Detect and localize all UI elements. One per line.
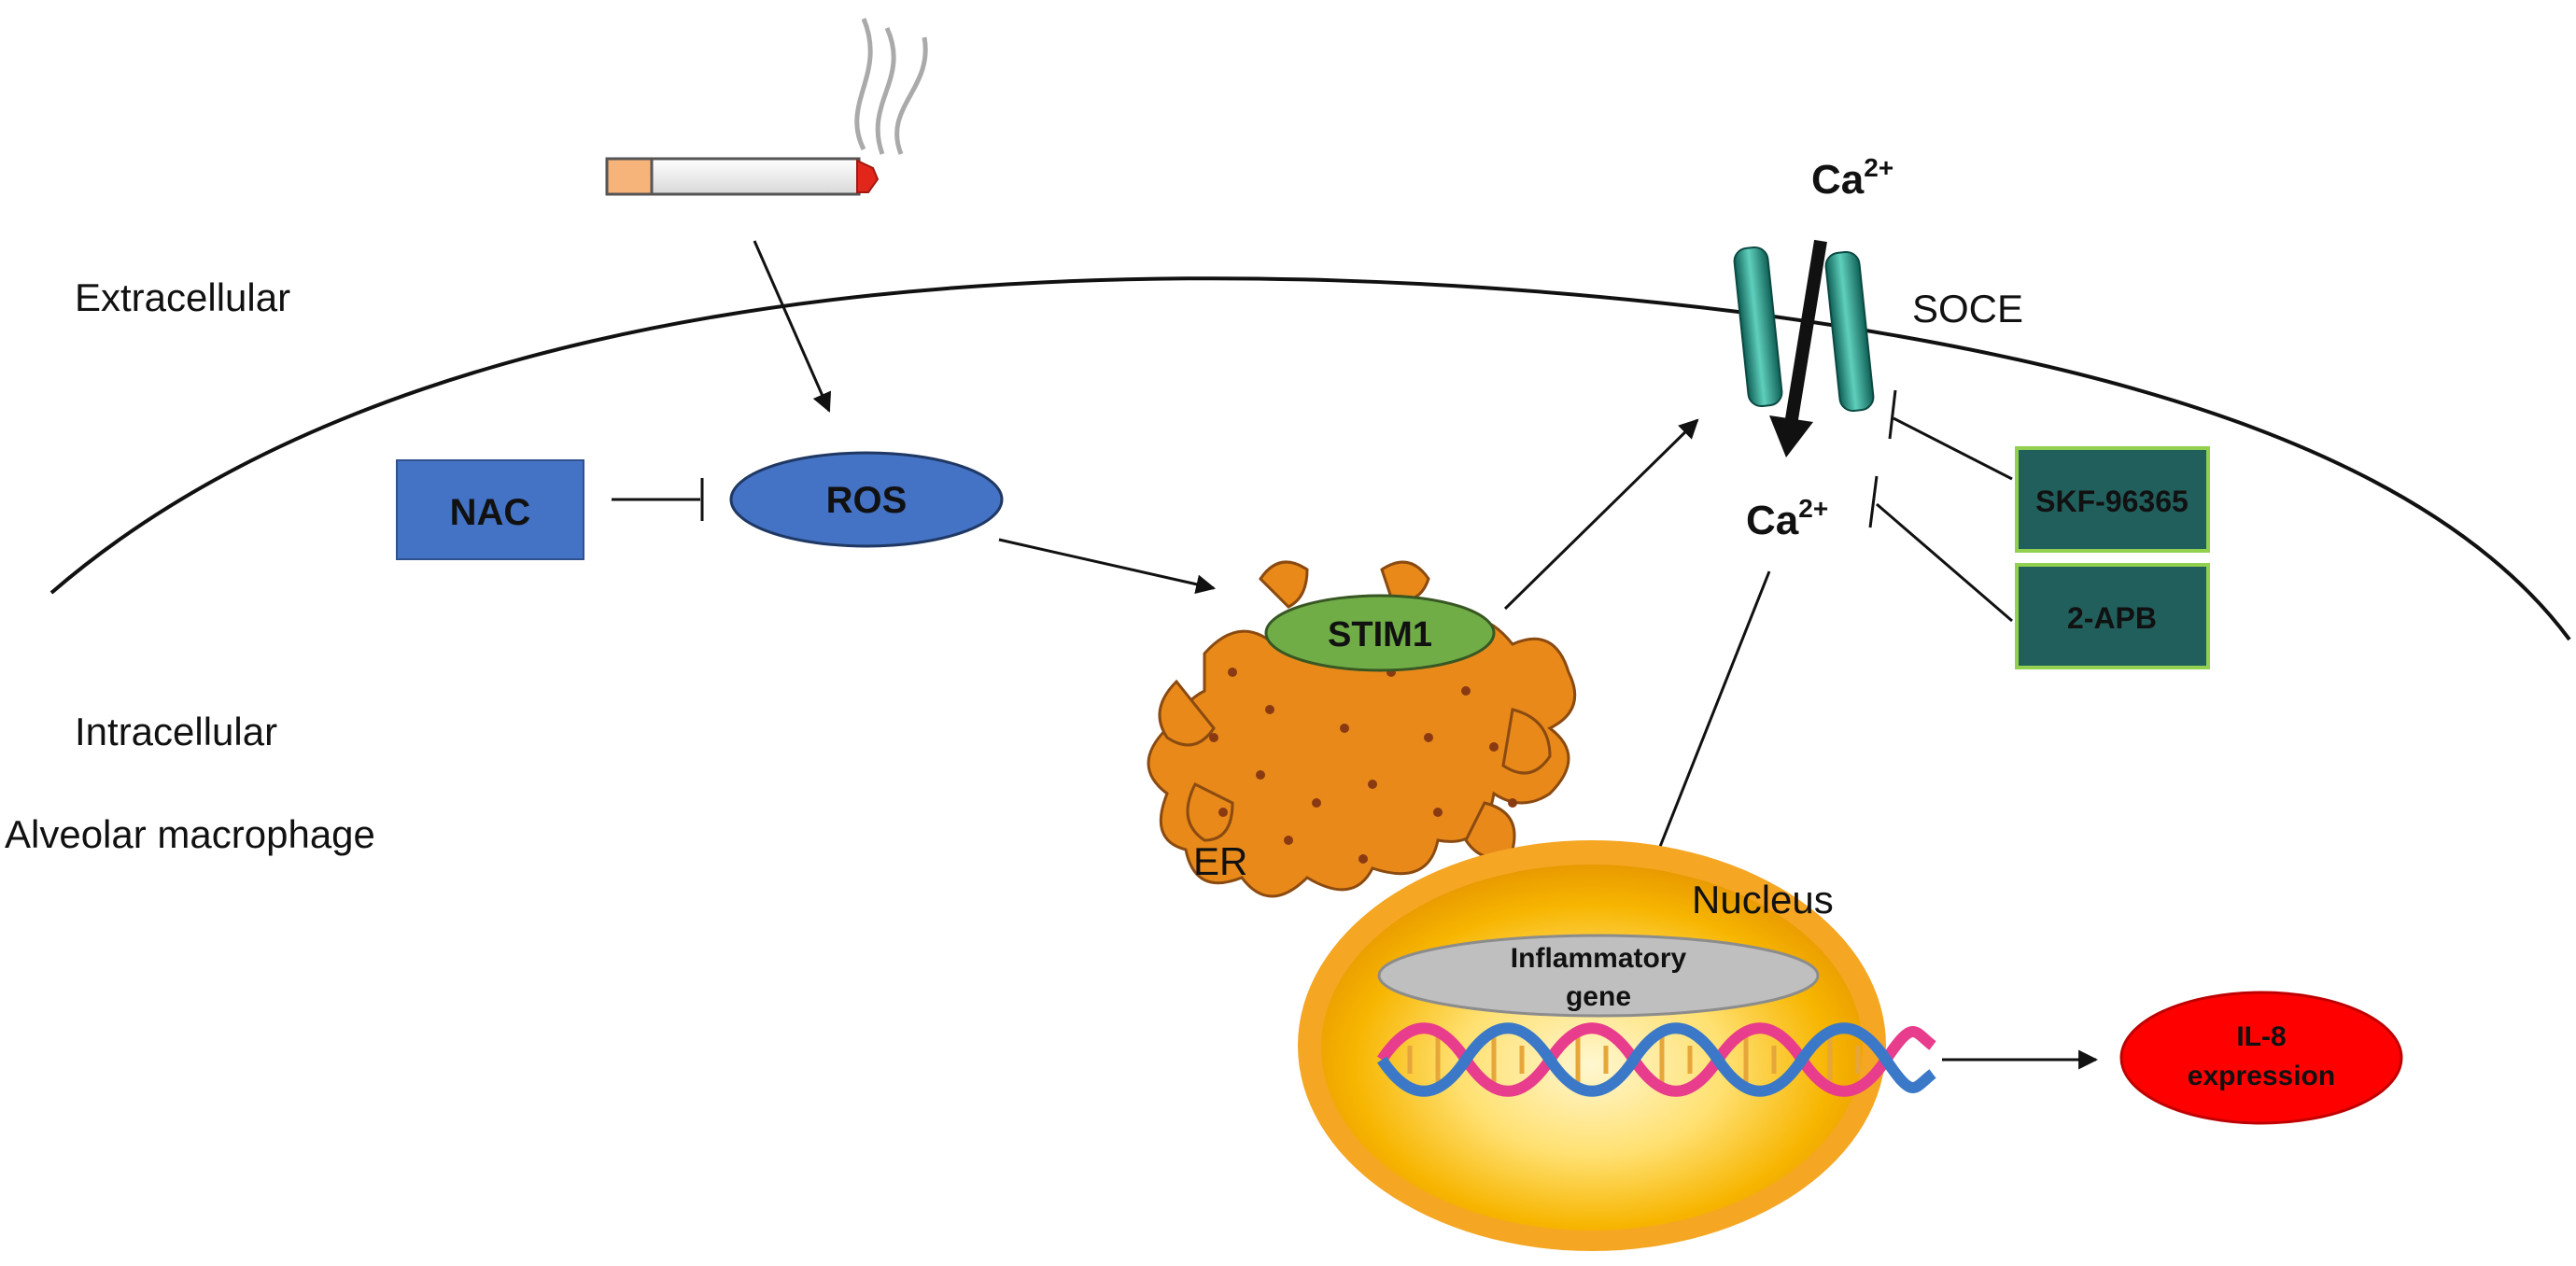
er-organelle: ER (1147, 560, 1577, 898)
ros-node: ROS (729, 451, 1004, 548)
calcium-inside-label: Ca2+ (1746, 494, 1828, 543)
il8-label-line1: IL-8 (2236, 1021, 2286, 1052)
cigarette-icon (605, 18, 928, 196)
2-apb-label: 2-APB (2067, 601, 2157, 635)
calcium-outside-label: Ca2+ (1811, 153, 1893, 203)
skf-96365-box: SKF-96365 (2015, 446, 2210, 553)
skf-96365-label: SKF-96365 (2035, 485, 2189, 518)
inhibit-nac-ros (612, 478, 704, 521)
dna-helix-icon (1377, 1022, 1936, 1097)
stim1-label: STIM1 (1328, 615, 1432, 654)
arrow-cigarette-to-ros (753, 240, 832, 413)
soce-channel (1733, 239, 1875, 457)
soce-label: SOCE (1912, 287, 2023, 331)
il8-expression-node: IL-8 expression (2119, 991, 2403, 1125)
inflammatory-gene-node: Inflammatory gene (1377, 934, 1820, 1018)
er-label: ER (1193, 839, 1247, 883)
smoke-icon (854, 18, 928, 155)
cell-type-label: Alveolar macrophage (5, 812, 375, 856)
cell-membrane (49, 276, 2571, 641)
arrow-ros-to-er (998, 538, 1217, 595)
intracellular-label: Intracellular (75, 710, 277, 753)
extracellular-label: Extracellular (75, 275, 290, 319)
inflammatory-gene-label-line1: Inflammatory (1511, 943, 1687, 974)
ros-label: ROS (826, 480, 908, 521)
calcium-influx-arrow (1784, 239, 1827, 427)
stim1-node: STIM1 (1264, 594, 1496, 672)
inflammatory-gene-label-line2: gene (1566, 981, 1631, 1012)
inhibit-skf-soce (1888, 389, 2013, 481)
nucleus-label: Nucleus (1692, 878, 1834, 921)
inhibit-2apb-calcium (1868, 475, 2013, 623)
nac-label: NAC (450, 492, 531, 533)
il8-label-line2: expression (2188, 1061, 2335, 1091)
arrow-stim1-to-soce (1503, 418, 1699, 611)
2-apb-box: 2-APB (2015, 563, 2210, 669)
nac-box: NAC (396, 459, 584, 560)
